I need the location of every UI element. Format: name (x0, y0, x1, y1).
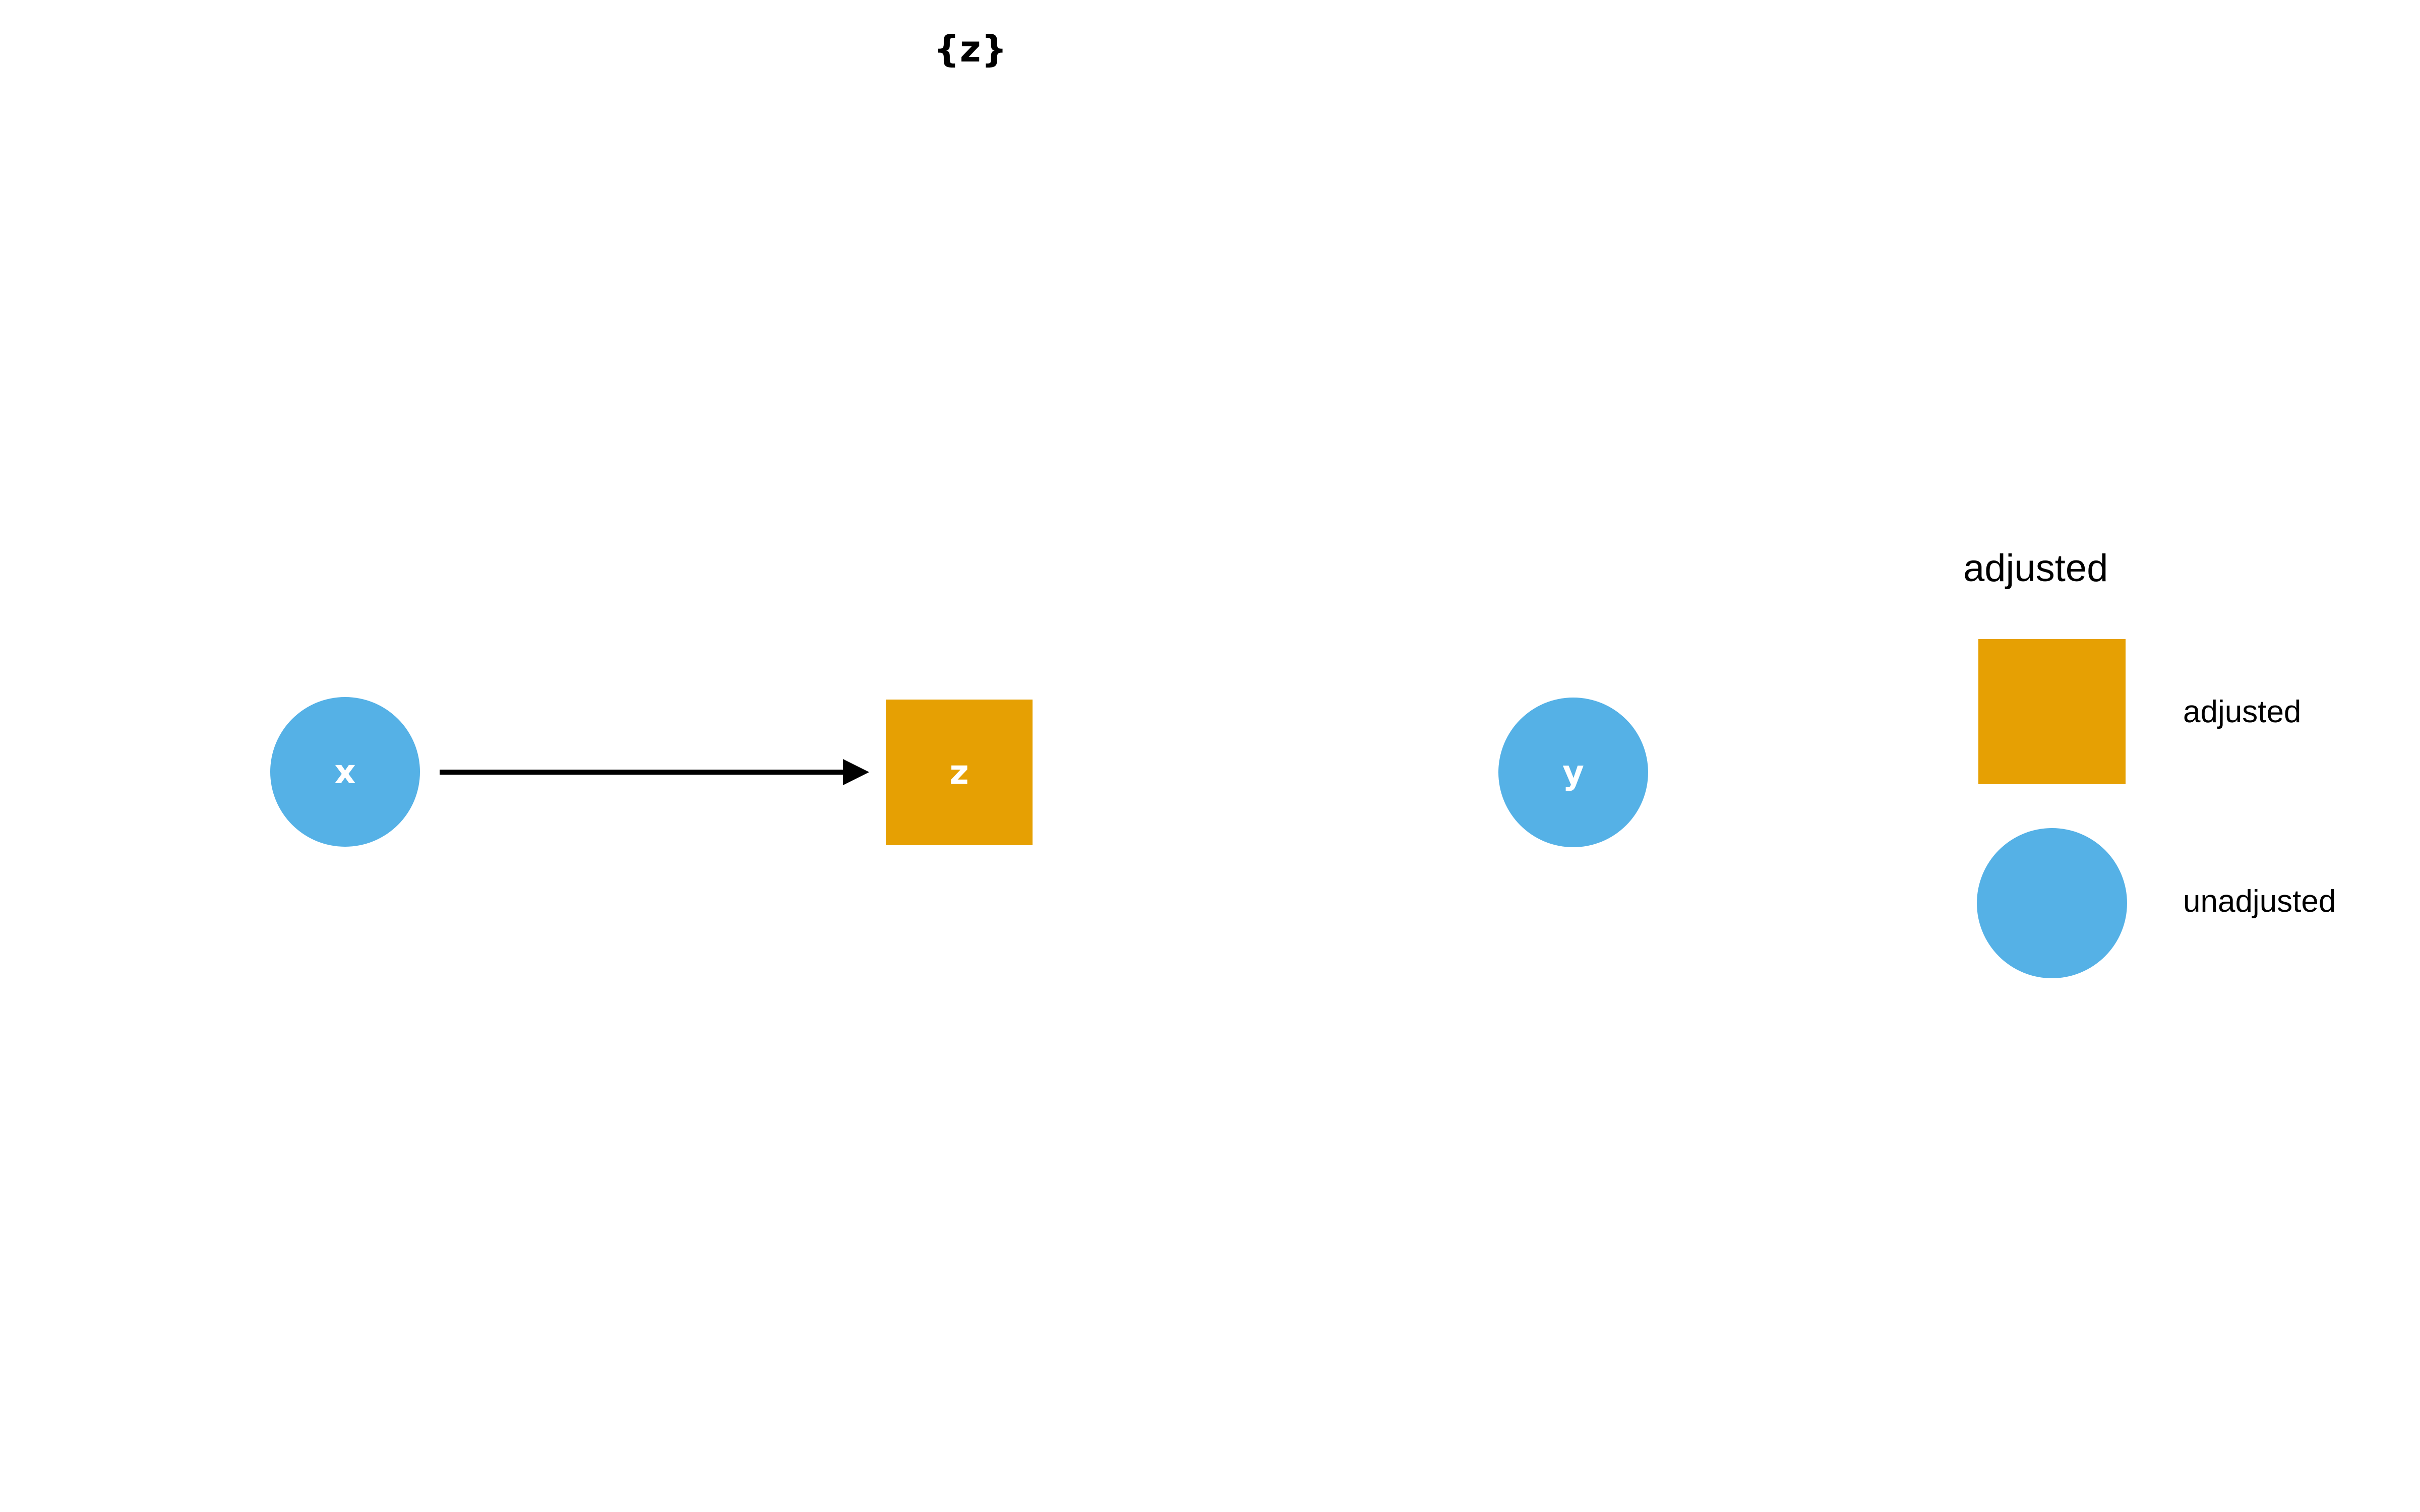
node-y[interactable]: y (1498, 698, 1648, 847)
node-y-label: y (1562, 752, 1585, 792)
legend-title: adjusted (1963, 547, 2108, 590)
node-z-label: z (949, 752, 969, 792)
legend-label-unadjusted: unadjusted (2183, 884, 2336, 919)
node-x-label: x (334, 752, 356, 791)
legend-key-unadjusted-circle (1977, 828, 2127, 978)
node-z[interactable]: z (886, 700, 1033, 845)
legend-label-adjusted: adjusted (2183, 695, 2302, 729)
legend-key-adjusted-square (1978, 639, 2126, 784)
edge-x-to-z (440, 759, 869, 785)
page-title: {z} (934, 28, 1007, 70)
legend: adjusted adjusted unadjusted (1961, 549, 2415, 993)
node-x[interactable]: x (270, 697, 420, 847)
